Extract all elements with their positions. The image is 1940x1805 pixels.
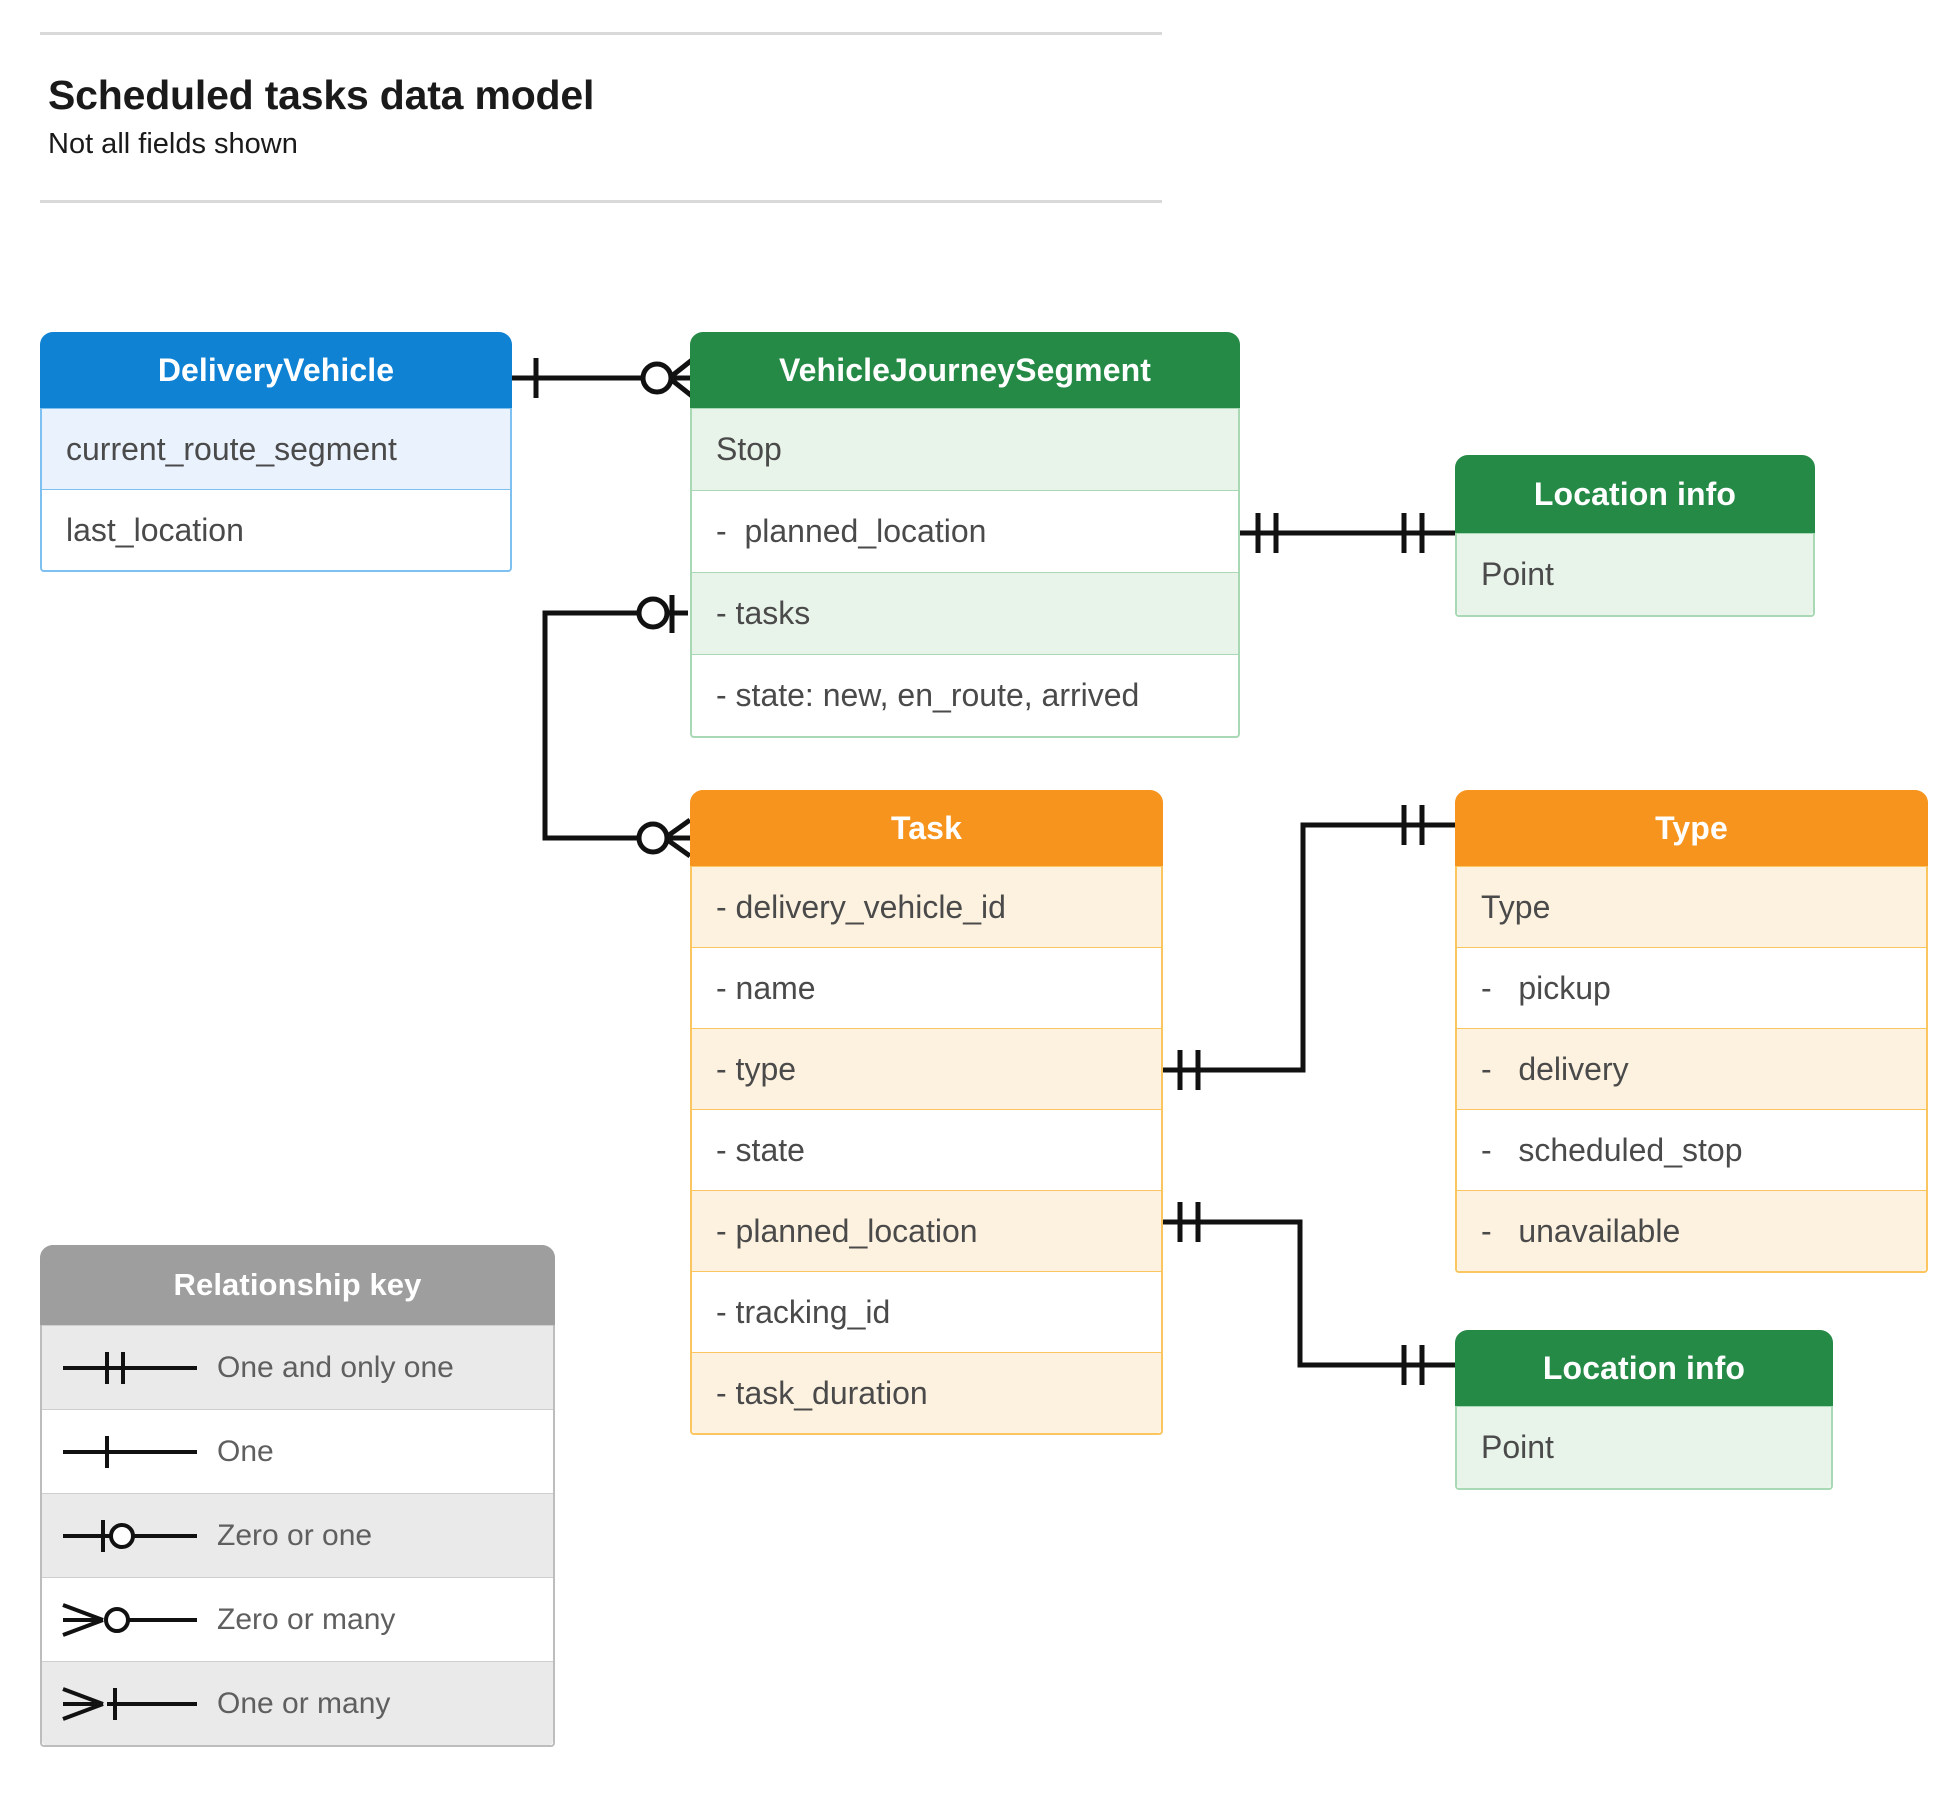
field-type-pickup: - pickup bbox=[1457, 947, 1926, 1028]
header-divider-bottom bbox=[40, 200, 1162, 203]
legend-item-zero-or-many: Zero or many bbox=[42, 1577, 553, 1661]
entity-location-info-top[interactable]: Location info Point bbox=[1455, 455, 1815, 617]
field-type-label: Type bbox=[1457, 866, 1926, 947]
field-label: Point bbox=[1481, 1429, 1554, 1465]
field-label: - planned_location bbox=[716, 1212, 978, 1249]
field-label: - planned_location bbox=[716, 513, 987, 549]
legend-header: Relationship key bbox=[40, 1245, 555, 1325]
one-and-only-one-icon bbox=[42, 1343, 217, 1393]
entity-location-info-bottom-title: Location info bbox=[1542, 1349, 1746, 1386]
field-task-delivery-vehicle-id: - delivery_vehicle_id bbox=[692, 866, 1161, 947]
field-task-tracking-id: - tracking_id bbox=[692, 1271, 1161, 1352]
entity-location-info-top-header: Location info bbox=[1455, 455, 1815, 533]
entity-vehiclejourneysegment[interactable]: VehicleJourneySegment Stop - planned_loc… bbox=[690, 332, 1240, 738]
field-vjs-tasks: - tasks bbox=[692, 572, 1238, 654]
entity-type-header: Type bbox=[1455, 790, 1928, 866]
marker-zero-circle-tasks bbox=[636, 596, 670, 630]
field-label: Type bbox=[1481, 888, 1551, 925]
field-current-route-segment: current_route_segment bbox=[42, 408, 510, 489]
entity-location-info-top-title: Location info bbox=[1533, 475, 1737, 512]
marker-zero-circle-task bbox=[636, 821, 670, 855]
field-label: - state bbox=[716, 1131, 805, 1168]
entity-location-info-bottom[interactable]: Location info Point bbox=[1455, 1330, 1833, 1490]
entity-deliveryvehicle-title: DeliveryVehicle bbox=[157, 351, 395, 388]
one-icon bbox=[42, 1427, 217, 1477]
one-or-many-icon bbox=[42, 1679, 217, 1729]
wire-vjs-task bbox=[542, 610, 688, 841]
entity-type[interactable]: Type Type - pickup - delivery - schedule… bbox=[1455, 790, 1928, 1273]
legend-item-one-and-only-one: One and only one bbox=[42, 1325, 553, 1409]
crow-dn-task bbox=[667, 838, 692, 859]
legend-item-label: Zero or one bbox=[217, 1518, 373, 1552]
field-type-unavailable: - unavailable bbox=[1457, 1190, 1926, 1271]
field-label: - task_duration bbox=[716, 1374, 928, 1411]
field-stop: Stop bbox=[692, 408, 1238, 490]
field-label: - pickup bbox=[1481, 969, 1611, 1006]
field-type-scheduled-stop: - scheduled_stop bbox=[1457, 1109, 1926, 1190]
field-task-state: - state bbox=[692, 1109, 1161, 1190]
legend-item-label: One or many bbox=[217, 1686, 391, 1720]
field-last-location: last_location bbox=[42, 489, 510, 570]
field-label: - delivery_vehicle_id bbox=[716, 888, 1006, 925]
field-label: last_location bbox=[66, 511, 244, 548]
field-label: current_route_segment bbox=[66, 430, 397, 467]
field-label: Point bbox=[1481, 556, 1554, 592]
entity-task-header: Task bbox=[690, 790, 1163, 866]
marker-zero-circle-vjs bbox=[640, 361, 674, 395]
field-task-planned-location: - planned_location bbox=[692, 1190, 1161, 1271]
field-label: - state: new, en_route, arrived bbox=[716, 677, 1140, 713]
legend-item-label: One bbox=[217, 1434, 274, 1468]
legend-item-one-or-many: One or many bbox=[42, 1661, 553, 1745]
entity-deliveryvehicle[interactable]: DeliveryVehicle current_route_segment la… bbox=[40, 332, 512, 572]
entity-vehiclejourneysegment-title: VehicleJourneySegment bbox=[778, 351, 1152, 388]
entity-task-title: Task bbox=[891, 809, 962, 846]
field-label: - unavailable bbox=[1481, 1212, 1681, 1249]
wire-task-type bbox=[1163, 822, 1455, 1073]
legend-item-label: Zero or many bbox=[217, 1602, 396, 1636]
field-label: - delivery bbox=[1481, 1050, 1629, 1087]
field-label: - scheduled_stop bbox=[1481, 1131, 1743, 1168]
field-task-type: - type bbox=[692, 1028, 1161, 1109]
legend-relationship-key[interactable]: Relationship key One and only one bbox=[40, 1245, 555, 1747]
field-label: Stop bbox=[716, 431, 782, 467]
entity-type-title: Type bbox=[1655, 809, 1728, 846]
entity-location-info-bottom-header: Location info bbox=[1455, 1330, 1833, 1406]
legend-item-label: One and only one bbox=[217, 1350, 454, 1384]
field-point-top: Point bbox=[1457, 533, 1813, 615]
wire-task-loc2 bbox=[1163, 1219, 1455, 1368]
entity-vehiclejourneysegment-header: VehicleJourneySegment bbox=[690, 332, 1240, 408]
legend-title: Relationship key bbox=[173, 1267, 422, 1302]
zero-or-many-icon bbox=[42, 1595, 217, 1645]
field-label: - name bbox=[716, 969, 816, 1006]
legend-item-one: One bbox=[42, 1409, 553, 1493]
header-divider-top bbox=[40, 32, 1162, 35]
entity-deliveryvehicle-header: DeliveryVehicle bbox=[40, 332, 512, 408]
field-label: - type bbox=[716, 1050, 797, 1087]
field-label: - tracking_id bbox=[716, 1293, 891, 1330]
crow-up-task bbox=[667, 817, 692, 838]
legend-item-zero-or-one: Zero or one bbox=[42, 1493, 553, 1577]
zero-or-one-icon bbox=[42, 1511, 217, 1561]
field-task-task-duration: - task_duration bbox=[692, 1352, 1161, 1433]
field-label: - tasks bbox=[716, 595, 811, 631]
field-task-name: - name bbox=[692, 947, 1161, 1028]
entity-task[interactable]: Task - delivery_vehicle_id - name - type… bbox=[690, 790, 1163, 1435]
field-point-bottom: Point bbox=[1457, 1406, 1831, 1488]
field-vjs-planned-location: - planned_location bbox=[692, 490, 1238, 572]
page-title: Scheduled tasks data model bbox=[48, 72, 595, 118]
field-type-delivery: - delivery bbox=[1457, 1028, 1926, 1109]
field-vjs-state: - state: new, en_route, arrived bbox=[692, 654, 1238, 736]
page-subtitle: Not all fields shown bbox=[48, 128, 298, 160]
